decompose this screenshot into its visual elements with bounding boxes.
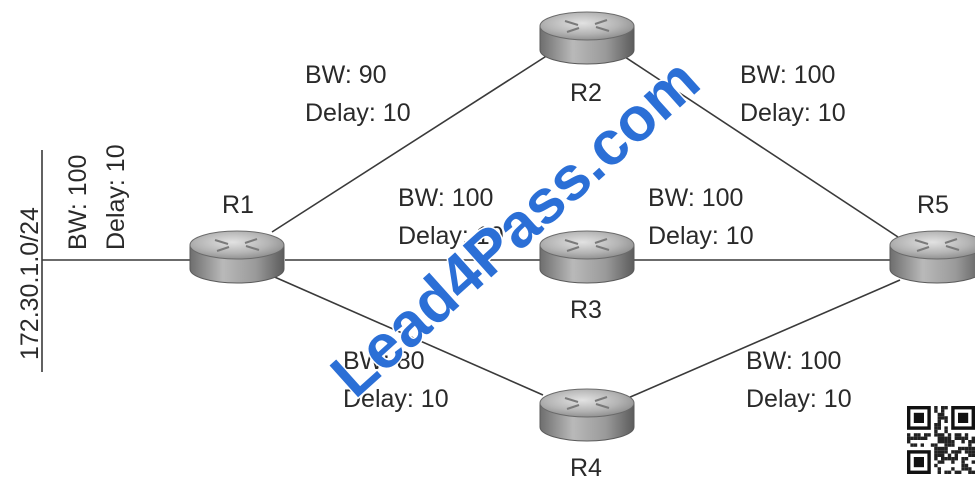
router-label-r2: R2 bbox=[570, 79, 602, 107]
router-r4-icon bbox=[539, 388, 635, 442]
router-label-r3: R3 bbox=[570, 296, 602, 324]
router-label-r4: R4 bbox=[570, 454, 602, 481]
subnet-link-bw: BW: 100 bbox=[64, 155, 92, 250]
links bbox=[269, 54, 901, 399]
link-r1-r4-delay: Delay: 10 bbox=[343, 385, 449, 413]
subnet-label: 172.30.1.0/24 bbox=[16, 207, 44, 360]
link-r3-r5-delay: Delay: 10 bbox=[648, 222, 754, 250]
router-r2-icon bbox=[539, 11, 635, 65]
subnet-segment bbox=[41, 150, 190, 372]
qr-code-icon bbox=[907, 406, 975, 474]
link-r4-r5 bbox=[627, 279, 901, 399]
link-r1-r3-delay: Delay: 10 bbox=[398, 222, 504, 250]
link-r1-r3-bw: BW: 100 bbox=[398, 184, 493, 212]
link-r2-r5-delay: Delay: 10 bbox=[740, 99, 846, 127]
link-r4-r5-bw: BW: 100 bbox=[746, 347, 841, 375]
link-r1-r4 bbox=[269, 274, 544, 396]
router-r1-icon bbox=[189, 230, 285, 284]
router-r5-icon bbox=[889, 230, 975, 284]
link-r2-r5 bbox=[624, 56, 899, 238]
link-r2-r5-bw: BW: 100 bbox=[740, 61, 835, 89]
link-r1-r2-delay: Delay: 10 bbox=[305, 99, 411, 127]
link-r1-r4-bw: BW: 80 bbox=[343, 347, 425, 375]
router-label-r5: R5 bbox=[917, 191, 949, 219]
link-r4-r5-delay: Delay: 10 bbox=[746, 385, 852, 413]
subnet-link-delay: Delay: 10 bbox=[102, 144, 130, 250]
link-r1-r2-bw: BW: 90 bbox=[305, 61, 387, 89]
link-r1-r2 bbox=[271, 54, 549, 233]
link-r3-r5-bw: BW: 100 bbox=[648, 184, 743, 212]
router-label-r1: R1 bbox=[222, 191, 254, 219]
